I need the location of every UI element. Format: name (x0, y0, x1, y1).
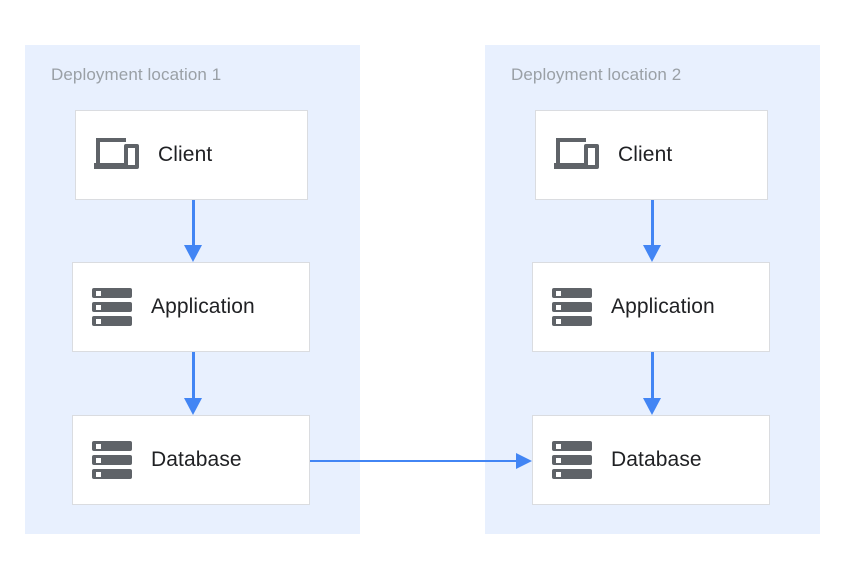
node-application-1[interactable]: Application (72, 262, 310, 352)
node-client-1-label: Client (158, 143, 213, 166)
node-application-2[interactable]: Application (532, 262, 770, 352)
node-database-1-label: Database (151, 448, 242, 471)
node-client-2[interactable]: Client (535, 110, 768, 200)
node-client-2-label: Client (618, 143, 673, 166)
connector-client-1-to-application-1 (184, 200, 202, 262)
zone-2-label: Deployment location 2 (511, 65, 682, 84)
node-database-2-label: Database (611, 448, 702, 471)
connector-application-1-to-database-1 (184, 352, 202, 415)
connector-application-2-to-database-2 (643, 352, 661, 415)
server-icon (91, 286, 135, 328)
server-icon (91, 439, 135, 481)
server-icon (551, 286, 595, 328)
connector-database-1-to-database-2 (310, 453, 532, 469)
node-application-1-label: Application (151, 295, 255, 318)
devices-icon (94, 134, 142, 176)
server-icon (551, 439, 595, 481)
node-application-2-label: Application (611, 295, 715, 318)
devices-icon (554, 134, 602, 176)
node-database-1[interactable]: Database (72, 415, 310, 505)
connector-client-2-to-application-2 (643, 200, 661, 262)
node-client-1[interactable]: Client (75, 110, 308, 200)
node-database-2[interactable]: Database (532, 415, 770, 505)
zone-1-label: Deployment location 1 (51, 65, 222, 84)
